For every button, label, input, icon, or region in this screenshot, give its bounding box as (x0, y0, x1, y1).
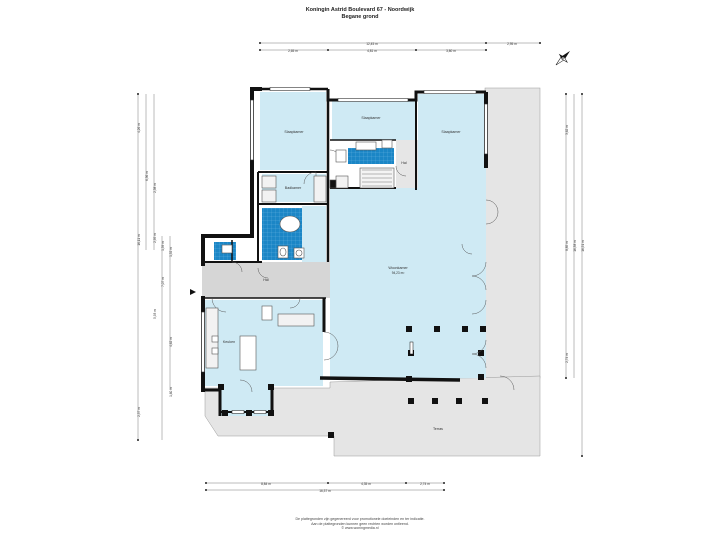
dim-left-a: 4,26 m (137, 123, 141, 133)
dim-right-a: 3,62 m (565, 125, 569, 135)
dim-left-h: 7,07 m (161, 277, 165, 287)
dimension-lines (137, 42, 583, 491)
page-header: Koningin Astrid Boulevard 67 - Noordwijk… (0, 7, 720, 21)
dim-left-l: 2,37 m (137, 407, 141, 417)
slaapkamer-2-fill (332, 100, 416, 140)
dim-top-c: 3,80 m (446, 49, 456, 53)
page-title: Koningin Astrid Boulevard 67 - Noordwijk (305, 7, 415, 13)
dimension-ticks (137, 42, 583, 491)
slaapkamer-2-bath-tiles (348, 148, 394, 164)
dim-left-i: 5,93 m (153, 309, 157, 319)
compass-icon (555, 50, 571, 66)
fixtures (205, 139, 395, 371)
windows (201, 87, 488, 414)
room-label-slaapkamer-1: Slaapkamer (284, 130, 304, 134)
dim-bottom-a: 8,84 m (261, 482, 271, 486)
footer-line-3: © www.woningmedia.nl (341, 526, 379, 531)
dim-left-d: 2,95 m (153, 233, 157, 243)
terrace (204, 87, 541, 457)
dim-top-b: 4,81 m (367, 49, 377, 53)
dim-left-c: 2,58 m (153, 183, 157, 193)
dim-bottom-total: 16,37 m (319, 489, 331, 493)
kitchen-island (239, 335, 257, 371)
dim-right-d: 16,51 m (581, 240, 585, 252)
dim-left-j: 4,62 m (169, 337, 173, 347)
room-label-slaapkamer-3: Slaapkamer (441, 130, 461, 134)
bathtub (279, 215, 301, 233)
page-subtitle: Begane grond (341, 14, 379, 20)
dim-bottom-b: 4,35 m (361, 482, 371, 486)
dim-left-k: 1,60 m (169, 387, 173, 397)
room-label-hal-mid: Hal (263, 278, 269, 282)
dim-left-g: 1,52 m (169, 247, 173, 257)
woonkamer-fill (330, 168, 486, 380)
slaapkamer-1-fill (260, 92, 326, 170)
columns (218, 326, 488, 438)
footer-line-2: Aan de plattegronden kunnen geen rechten… (311, 521, 409, 526)
dim-top-total: 12,45 m (366, 42, 378, 46)
dim-top-d: 2,95 m (507, 42, 517, 46)
dim-left-f: 16,11 m (137, 234, 141, 246)
room-area-woonkamer: 94,23 m² (392, 271, 405, 275)
room-label-woonkamer: Woonkamer (388, 266, 408, 270)
footer-disclaimer: De plattegronden zijn gegenereerd voor p… (0, 517, 720, 531)
room-label-terras: Terras (433, 427, 443, 431)
dim-left-b: 6,36 m (145, 171, 149, 181)
entrance-arrow-icon (190, 289, 196, 295)
closet (261, 175, 277, 189)
room-label-badkamer: Badkamer (285, 186, 302, 190)
footer-line-1: De plattegronden zijn gegenereerd voor p… (295, 517, 425, 521)
room-fills (202, 92, 486, 416)
dim-left-e: 1,59 m (161, 241, 165, 251)
room-label-slaapkamer-2: Slaapkamer (361, 116, 381, 120)
dim-right-e: 2,74 m (565, 353, 569, 363)
slaapkamer-3-fill (418, 94, 484, 168)
room-label-keuken: Keuken (223, 340, 235, 344)
dim-top-a: 2,65 m (288, 49, 298, 53)
toilet (221, 244, 233, 254)
dim-right-b: 8,85 m (565, 241, 569, 251)
hal-fill (202, 262, 330, 298)
dim-right-c: 16,38 m (573, 240, 577, 252)
room-label-hal-top: Hal (401, 161, 407, 165)
dim-bottom-c: 2,74 m (420, 482, 430, 486)
